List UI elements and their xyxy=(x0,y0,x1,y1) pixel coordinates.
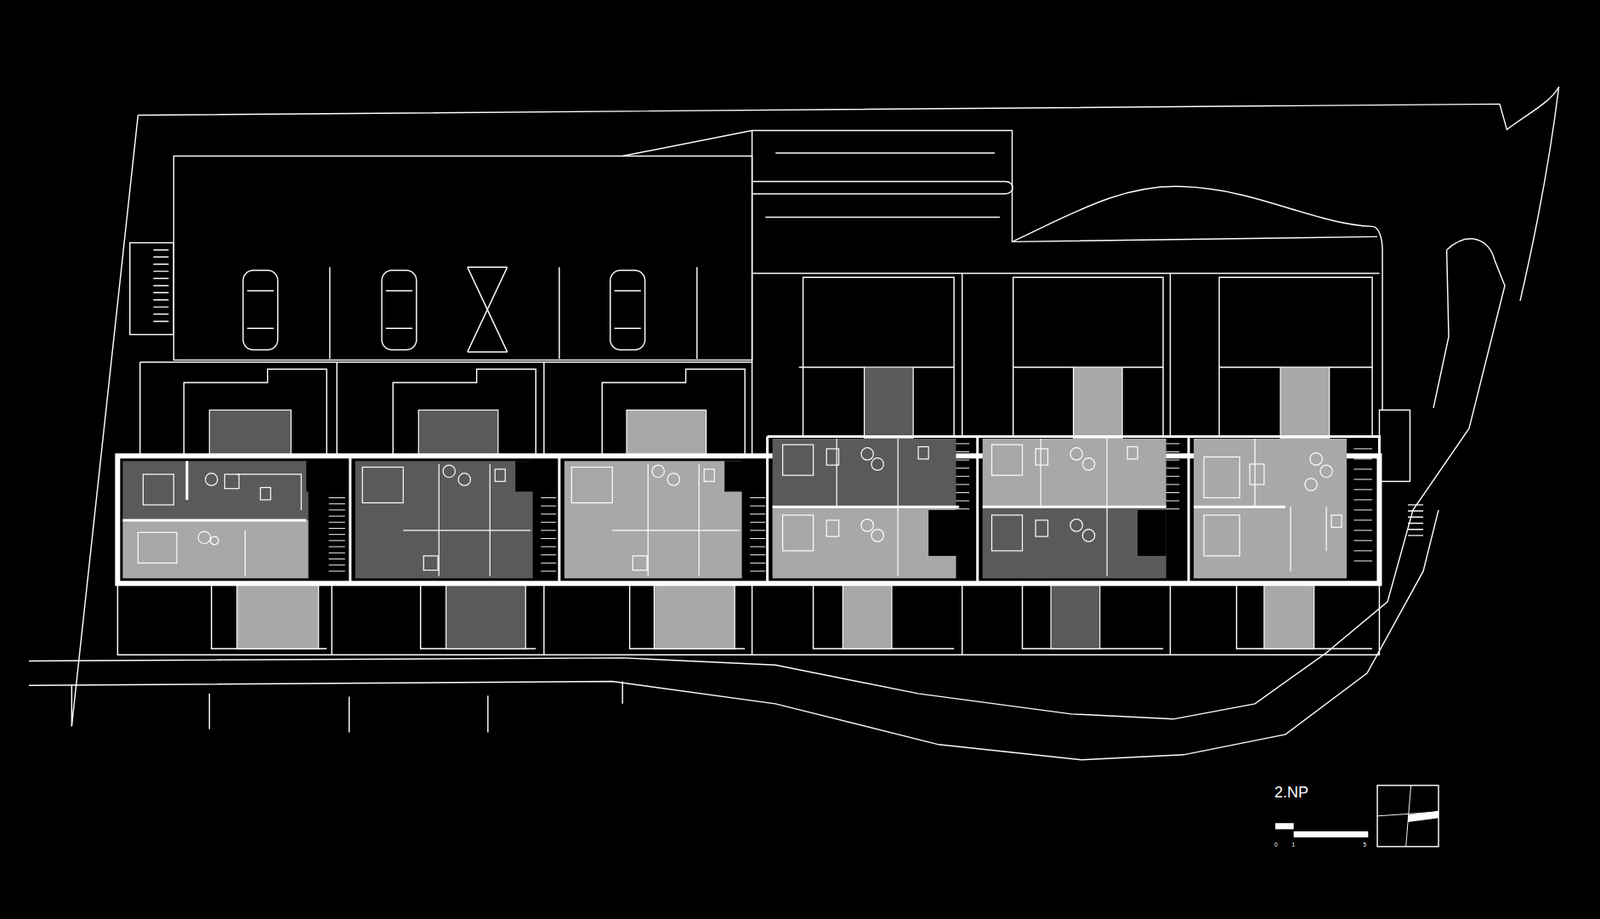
scale-number: 5 xyxy=(1363,842,1368,849)
drawing-title: 2.NP xyxy=(1274,784,1309,800)
scale-number: 1 xyxy=(1292,842,1296,849)
scale-number: 0 xyxy=(1274,842,1278,849)
